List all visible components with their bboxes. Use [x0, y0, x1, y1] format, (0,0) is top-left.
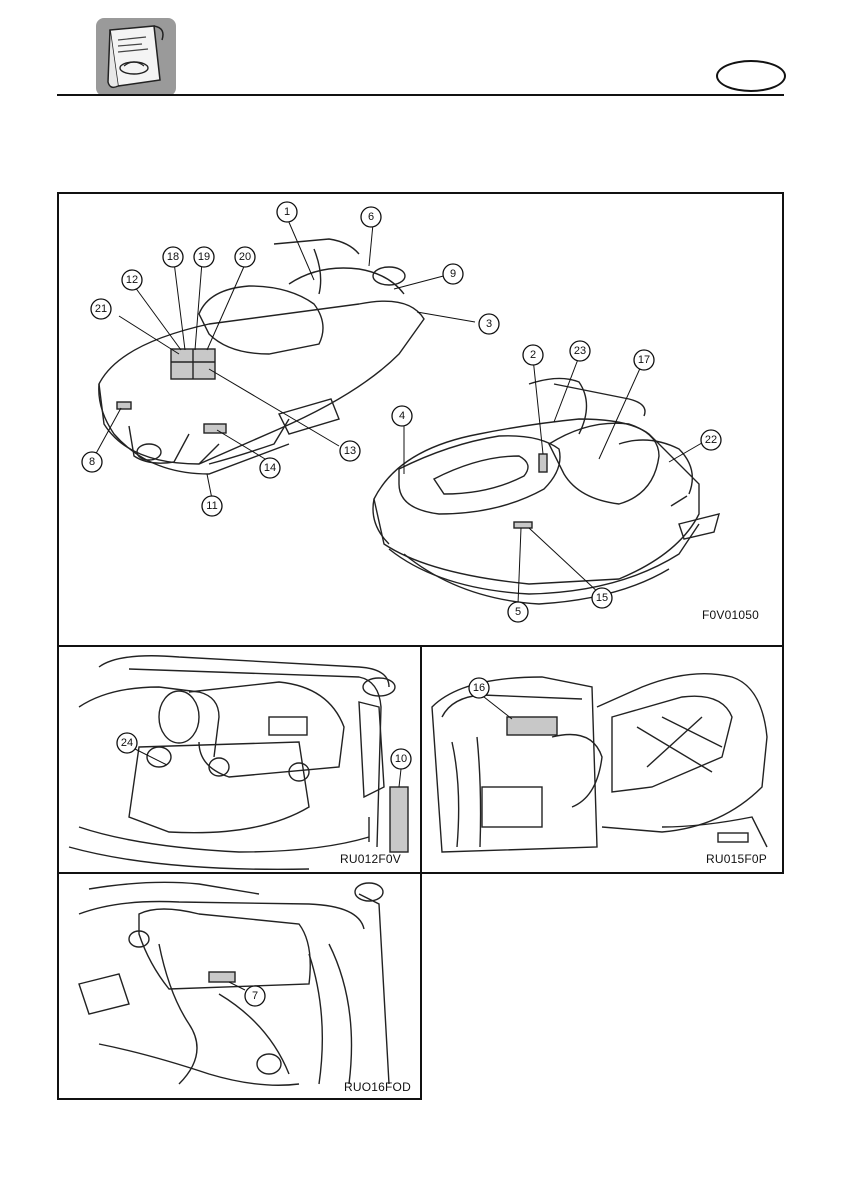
- callout-8: 8: [82, 452, 102, 472]
- callout-16: 16: [469, 678, 489, 698]
- svg-text:9: 9: [450, 268, 456, 280]
- svg-text:24: 24: [121, 737, 133, 749]
- svg-text:12: 12: [126, 274, 138, 286]
- svg-text:16: 16: [473, 682, 485, 694]
- svg-text:2: 2: [530, 349, 536, 361]
- svg-text:3: 3: [486, 318, 492, 330]
- svg-text:22: 22: [705, 434, 717, 446]
- panel-engine-compartment: 10 24 RU012F0V: [57, 645, 422, 874]
- svg-text:13: 13: [344, 445, 356, 457]
- wire-harness-drawing: 7: [59, 874, 422, 1100]
- callout-12: 12: [122, 270, 142, 290]
- svg-text:18: 18: [167, 251, 179, 263]
- watercraft-overview-drawing: 1 2 3 4 5 6 8 9 11 12 13 14 15 17 18 19 …: [59, 194, 784, 647]
- callout-9: 9: [443, 264, 463, 284]
- engine-compartment-drawing: 10 24: [59, 647, 422, 874]
- svg-text:1: 1: [284, 206, 290, 218]
- manual-book-icon: [96, 18, 176, 96]
- figure-code-engine: RU012F0V: [340, 852, 401, 866]
- region-oval: [716, 60, 786, 92]
- callout-7: 7: [245, 986, 265, 1006]
- svg-text:14: 14: [264, 462, 276, 474]
- callout-4: 4: [392, 406, 412, 426]
- svg-text:11: 11: [206, 500, 217, 512]
- svg-text:7: 7: [252, 990, 258, 1002]
- callout-5: 5: [508, 602, 528, 622]
- svg-text:6: 6: [368, 211, 374, 223]
- storage-compartment-drawing: 16: [422, 647, 784, 874]
- svg-text:21: 21: [95, 303, 107, 315]
- svg-text:20: 20: [239, 251, 251, 263]
- callout-1: 1: [277, 202, 297, 222]
- callout-13: 13: [340, 441, 360, 461]
- svg-text:4: 4: [399, 410, 405, 422]
- callout-18: 18: [163, 247, 183, 267]
- callout-22: 22: [701, 430, 721, 450]
- header-rule: [57, 94, 784, 96]
- callout-24: 24: [117, 733, 137, 753]
- callout-19: 19: [194, 247, 214, 267]
- callout-2: 2: [523, 345, 543, 365]
- callout-23: 23: [570, 341, 590, 361]
- callout-17: 17: [634, 350, 654, 370]
- svg-text:10: 10: [395, 753, 407, 765]
- callout-20: 20: [235, 247, 255, 267]
- callout-14: 14: [260, 458, 280, 478]
- figure-code-storage: RU015F0P: [706, 852, 767, 866]
- svg-text:23: 23: [574, 345, 586, 357]
- svg-text:19: 19: [198, 251, 210, 263]
- svg-text:17: 17: [638, 354, 650, 366]
- figure-code-main: F0V01050: [702, 608, 759, 622]
- callout-6: 6: [361, 207, 381, 227]
- callout-11: 11: [202, 496, 222, 516]
- panel-label-locations-overview: 1 2 3 4 5 6 8 9 11 12 13 14 15 17 18 19 …: [57, 192, 784, 647]
- callout-10: 10: [391, 749, 411, 769]
- svg-text:5: 5: [515, 606, 521, 618]
- callout-15: 15: [592, 588, 612, 608]
- panel-storage-compartment: 16 RU015F0P: [420, 645, 784, 874]
- svg-text:15: 15: [596, 592, 608, 604]
- callout-21: 21: [91, 299, 111, 319]
- svg-text:8: 8: [89, 456, 95, 468]
- figure-code-harness: RUO16FOD: [344, 1080, 411, 1094]
- panel-wire-harness: 7 RUO16FOD: [57, 872, 422, 1100]
- callout-3: 3: [479, 314, 499, 334]
